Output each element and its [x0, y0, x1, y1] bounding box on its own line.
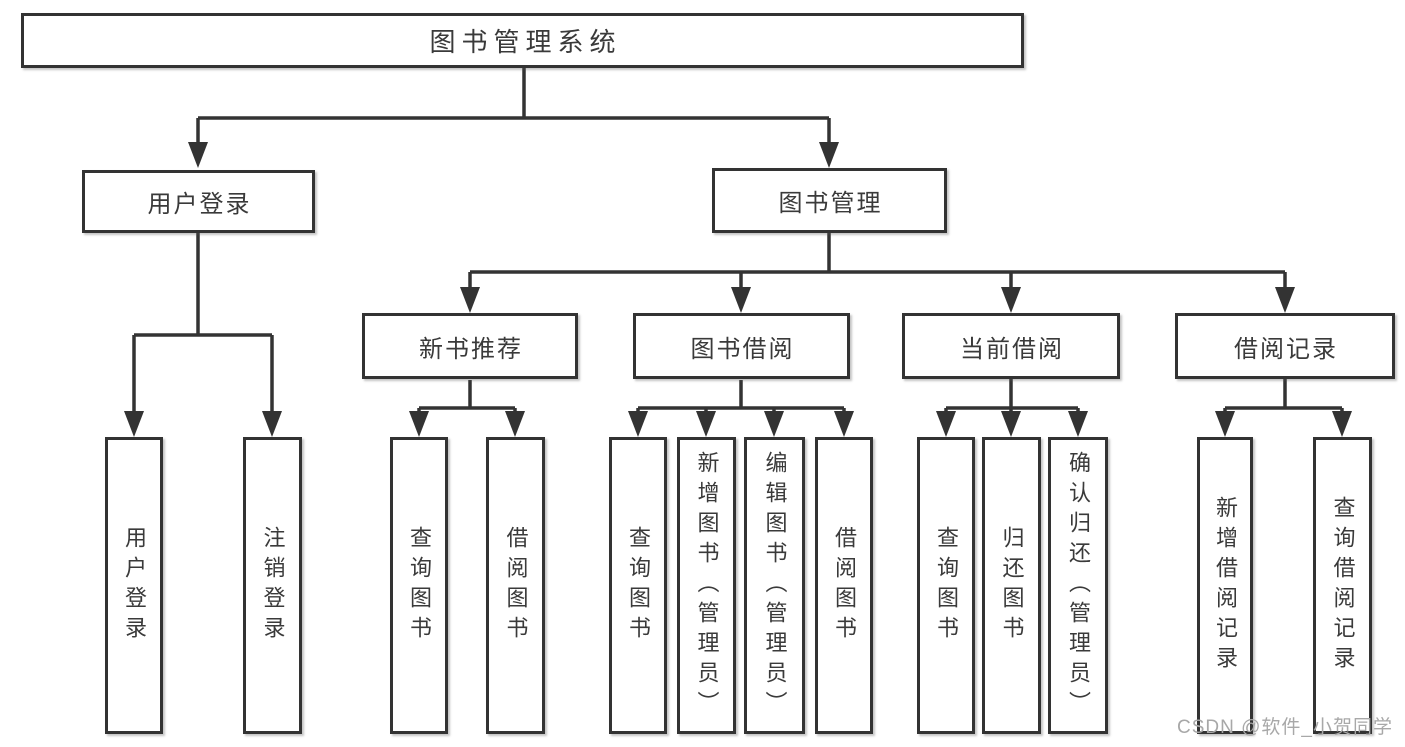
connector-user-login-branch [132, 233, 274, 415]
connector-new-book-branch [417, 380, 517, 415]
node-label: 图书管理系统 [429, 27, 622, 57]
arrowhead [764, 411, 784, 437]
node-label: 新书推荐 [419, 335, 523, 363]
leaf-logout: 注销登录 [243, 437, 302, 734]
node-label: 借阅图书 [503, 525, 529, 646]
node-label: 查询图书 [626, 525, 651, 646]
arrowhead [696, 411, 716, 437]
arrowhead [936, 411, 956, 437]
arrowhead [409, 411, 429, 437]
arrowhead [834, 411, 854, 437]
leaf-query-books-borrow: 查询图书 [609, 437, 667, 734]
node-label: 当前借阅 [960, 335, 1064, 363]
connector-book-borrow-branch [636, 380, 846, 415]
arrowhead [1001, 411, 1021, 437]
leaf-query-borrow-record: 查询借阅记录 [1313, 437, 1372, 734]
node-current-borrow: 当前借阅 [902, 313, 1120, 379]
leaf-return-book: 归还图书 [982, 437, 1041, 734]
arrowhead [628, 411, 648, 437]
leaf-confirm-return-admin: 确认归还（管理员） [1048, 437, 1108, 734]
connector-borrow-record-branch [1223, 378, 1344, 415]
leaf-add-borrow-record: 新增借阅记录 [1197, 437, 1253, 734]
arrowhead [1215, 411, 1235, 437]
arrowhead [819, 142, 839, 168]
csdn-watermark: CSDN @软件_小贺同学 [1177, 717, 1393, 738]
connector-current-borrow-branch [944, 378, 1080, 415]
node-label: 新增图书（管理员） [694, 450, 720, 721]
node-root: 图书管理系统 [21, 13, 1024, 68]
node-label: 借阅图书 [832, 525, 857, 646]
arrowhead [1068, 411, 1088, 437]
node-label: 图书借阅 [690, 335, 795, 363]
leaf-borrow-books-recommend: 借阅图书 [486, 437, 545, 734]
arrowhead [1001, 287, 1021, 313]
arrowhead [460, 287, 480, 313]
node-label: 图书管理 [778, 190, 883, 217]
node-label: 归还图书 [999, 525, 1025, 646]
arrowhead [188, 142, 208, 168]
node-new-book-recommend: 新书推荐 [362, 313, 578, 379]
leaf-query-books-recommend: 查询图书 [390, 437, 448, 734]
node-label: 查询图书 [407, 525, 432, 646]
node-user-login: 用户登录 [82, 170, 315, 233]
node-label: 查询借阅记录 [1330, 495, 1356, 676]
node-label: 确认归还（管理员） [1066, 450, 1091, 721]
leaf-user-login: 用户登录 [105, 437, 163, 734]
node-label: 用户登录 [122, 525, 147, 646]
connector-book-mgmt-branch [468, 233, 1287, 292]
leaf-add-book-admin: 新增图书（管理员） [677, 437, 736, 734]
node-label: 借阅记录 [1234, 335, 1338, 363]
leaf-edit-book-admin: 编辑图书（管理员） [744, 437, 805, 734]
arrowhead [1275, 287, 1295, 313]
arrowhead [505, 411, 525, 437]
node-label: 用户登录 [147, 191, 252, 218]
leaf-borrow-books: 借阅图书 [815, 437, 873, 734]
node-borrow-records: 借阅记录 [1175, 313, 1395, 379]
node-label: 注销登录 [260, 525, 286, 646]
node-label: 查询图书 [934, 525, 959, 646]
arrowhead [262, 411, 282, 437]
arrowhead [1332, 411, 1352, 437]
arrowhead [124, 411, 144, 437]
arrowhead [731, 287, 751, 313]
node-label: 新增借阅记录 [1213, 495, 1238, 676]
leaf-query-books-current: 查询图书 [917, 437, 975, 734]
node-book-borrow: 图书借阅 [633, 313, 850, 379]
connector-root-branch [196, 68, 831, 148]
node-book-management: 图书管理 [712, 168, 947, 233]
node-label: 编辑图书（管理员） [762, 450, 788, 721]
